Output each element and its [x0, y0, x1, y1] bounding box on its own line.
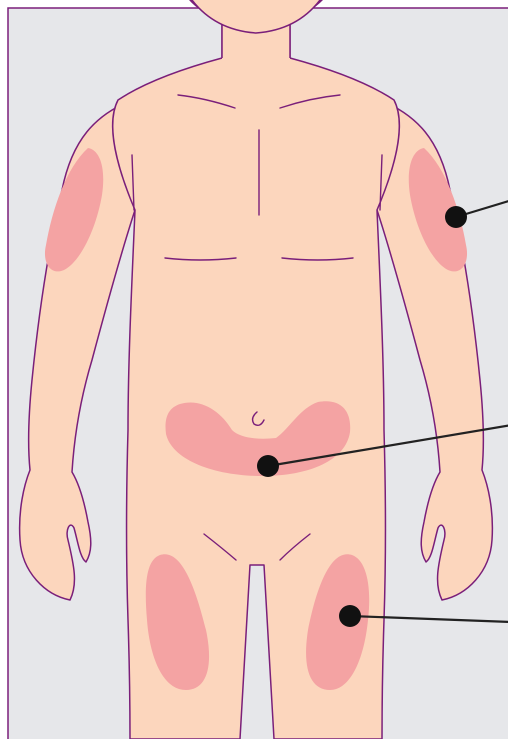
- marker-abdomen: [257, 455, 279, 477]
- marker-thigh: [339, 605, 361, 627]
- marker-upper-arm: [445, 206, 467, 228]
